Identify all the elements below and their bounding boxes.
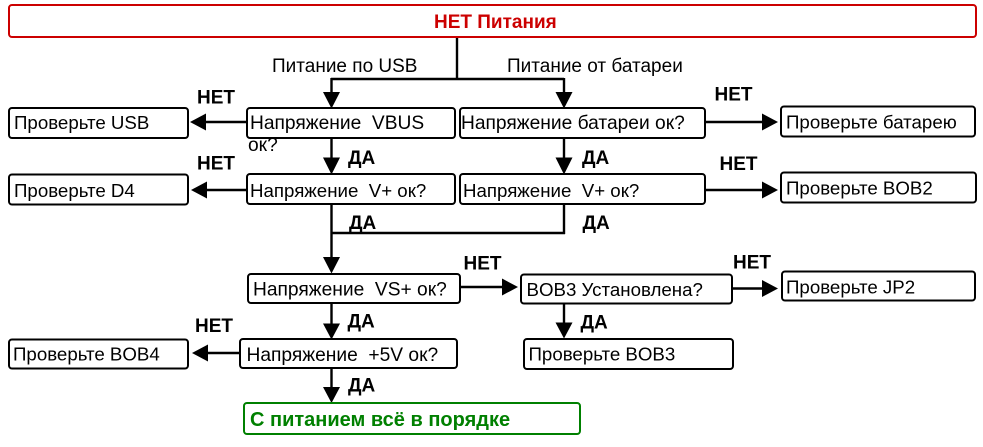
svg-text:Напряжение V+ ок?: Напряжение V+ ок? [463,180,639,201]
svg-text:BOB3 Установлена?: BOB3 Установлена? [527,279,703,300]
svg-text:НЕТ: НЕТ [195,316,233,337]
svg-text:ДА: ДА [348,312,376,333]
svg-text:ДА: ДА [348,376,376,397]
svg-text:Проверьте батарею: Проверьте батарею [786,112,957,133]
svg-text:Проверьте BOB2: Проверьте BOB2 [786,178,933,199]
svg-text:Проверьте JP2: Проверьте JP2 [786,277,915,298]
svg-text:Проверьте USB: Проверьте USB [14,112,149,133]
svg-text:Напряжение V+ ок?: Напряжение V+ ок? [250,180,426,201]
svg-text:ДА: ДА [581,313,609,334]
svg-text:Проверьте D4: Проверьте D4 [14,180,135,201]
svg-text:НЕТ: НЕТ [733,253,771,274]
svg-text:С питанием всё в порядке: С питанием всё в порядке [250,409,510,431]
svg-text:НЕТ: НЕТ [715,85,753,106]
svg-text:Проверьте BOB4: Проверьте BOB4 [13,344,160,365]
svg-text:ДА: ДА [582,148,610,169]
svg-text:НЕТ Питания: НЕТ Питания [434,12,557,33]
svg-text:НЕТ: НЕТ [720,154,758,175]
svg-text:Питание от батареи: Питание от батареи [507,56,683,77]
svg-text:НЕТ: НЕТ [197,88,235,109]
svg-text:НЕТ: НЕТ [464,254,502,275]
svg-text:Питание по USB: Питание по USB [272,56,417,77]
svg-text:ок?: ок? [248,135,278,156]
svg-text:Напряжение батареи ок?: Напряжение батареи ок? [461,113,685,134]
svg-text:Проверьте BOB3: Проверьте BOB3 [529,344,676,365]
svg-text:ДА: ДА [348,148,376,169]
svg-text:Напряжение +5V ок?: Напряжение +5V ок? [247,345,439,366]
svg-text:ДА: ДА [583,213,611,234]
svg-text:НЕТ: НЕТ [197,154,235,175]
svg-text:ДА: ДА [349,213,377,234]
svg-text:Напряжение VS+ ок?: Напряжение VS+ ок? [253,280,447,301]
svg-text:Напряжение VBUS: Напряжение VBUS [250,113,424,134]
